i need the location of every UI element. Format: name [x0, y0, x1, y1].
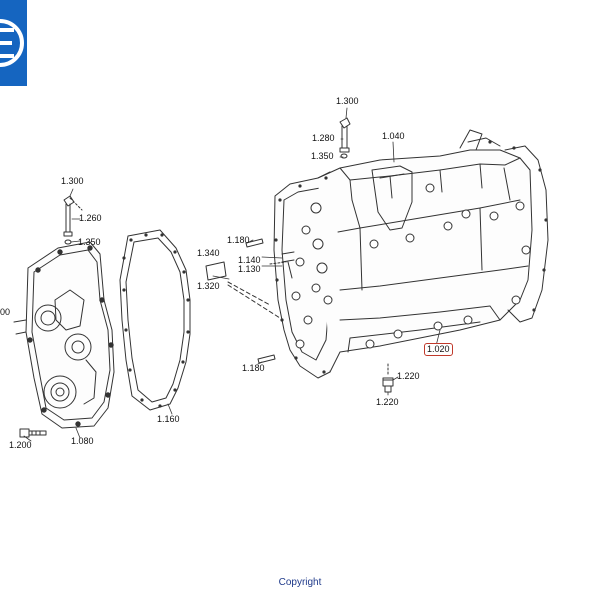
dowel-pin-part	[245, 238, 276, 364]
label-1320: 1.320	[197, 281, 220, 291]
housing-breather-part	[339, 117, 351, 159]
label-1180-b: 1.180	[242, 363, 265, 373]
label-1080: 1.080	[71, 436, 94, 446]
label-1300-b: 1.300	[61, 176, 84, 186]
front-cover-part	[13, 241, 115, 429]
copyright-link[interactable]: Copyright	[278, 577, 322, 588]
label-1020-highlighted: 1.020	[424, 343, 453, 356]
transmission-housing-part	[269, 129, 549, 379]
label-00: 00	[0, 307, 11, 317]
label-1280: 1.280	[312, 133, 335, 143]
label-1300-a: 1.300	[336, 96, 359, 106]
label-1200: 1.200	[9, 440, 32, 450]
label-1260: 1.260	[79, 213, 102, 223]
cover-breather-part	[63, 195, 83, 245]
label-1140: 1.140	[238, 255, 261, 265]
label-1220-b: 1.220	[376, 397, 399, 407]
label-1350-b: 1.350	[78, 237, 101, 247]
drain-plug-part	[382, 363, 394, 393]
inspection-plate-part	[205, 261, 281, 319]
label-1220-a: 1.220	[397, 371, 420, 381]
brand-logo-icon	[0, 0, 27, 86]
bolt-part	[19, 428, 47, 438]
label-1180-a: 1.180	[227, 235, 250, 245]
label-1040: 1.040	[382, 131, 405, 141]
label-1340: 1.340	[197, 248, 220, 258]
gasket-part	[119, 229, 191, 411]
label-1130: 1.130	[238, 264, 261, 274]
label-1160: 1.160	[157, 414, 180, 424]
label-1350-a: 1.350	[311, 151, 334, 161]
